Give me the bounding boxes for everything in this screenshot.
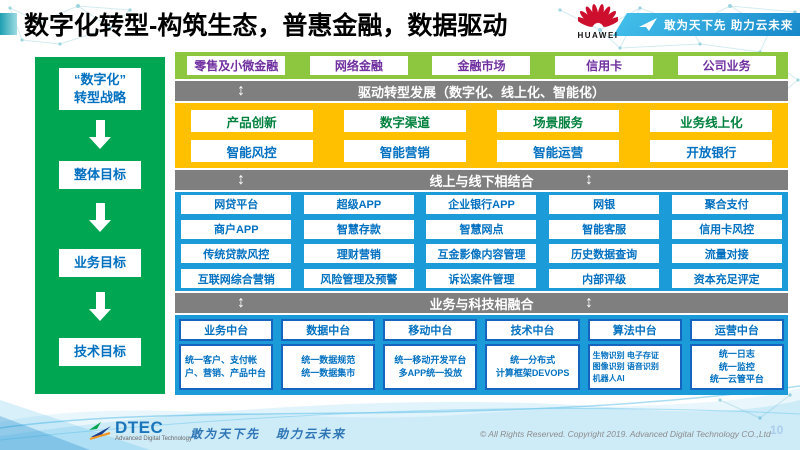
sidebar-item-overall-goal: 整体目标	[59, 161, 141, 189]
business-line-item: 网络金融	[309, 56, 408, 75]
digital-transform-section: 产品创新 数字渠道 场景服务 业务线上化 智能风控 智能营销 智能运营 开放银行	[175, 103, 788, 168]
updown-arrow-icon: ↕	[237, 82, 245, 99]
dtec-wordmark: DTEC	[115, 418, 164, 437]
huawei-wordmark: HUAWEI	[577, 31, 619, 40]
business-line-item: 公司业务	[677, 56, 776, 75]
channel-item: 风险管理及预警	[303, 269, 414, 289]
tech-fusion-bar: ↕ 业务与科技相融合 ↕	[175, 293, 788, 313]
slogan-ribbon: 敢为天下先 助力云未来	[613, 13, 800, 36]
channel-item: 信用卡风控	[671, 219, 782, 239]
transform-item: 智能营销	[343, 140, 466, 162]
channel-item: 诉讼案件管理	[426, 269, 537, 289]
platform-column: 移动中台统一移动开发平台 多APP统一投放	[379, 315, 481, 395]
transform-row-top: 产品创新 数字渠道 场景服务 业务线上化	[175, 110, 788, 132]
business-line-band: 零售及小微金融 网络金融 金融市场 信用卡 公司业务	[175, 52, 788, 79]
down-arrow-icon	[89, 203, 111, 232]
platform-section: 业务中台统一客户、支付帐户、营销、产品中台数据中台统一数据规范 统一数据集市移动…	[175, 315, 788, 395]
dtec-logo: DTEC Advanced Digital Technology	[88, 419, 192, 442]
main-flow: 零售及小微金融 网络金融 金融市场 信用卡 公司业务 ↕ 驱动转型发展（数字化、线上化、…	[175, 52, 788, 395]
channel-item: 网银	[549, 194, 660, 214]
dtec-subtext: Advanced Digital Technology	[115, 436, 192, 442]
transform-row-bottom: 智能风控 智能营销 智能运营 开放银行	[175, 140, 788, 162]
channel-item: 传统贷款风控	[181, 244, 292, 264]
business-line-item: 信用卡	[555, 56, 654, 75]
channel-grid: 网贷平台超级APP 企业银行APP 网银聚合支付商户APP 智慧存款智慧网点智能客服信…	[175, 192, 788, 291]
updown-arrow-icon: ↕	[237, 294, 245, 311]
channel-item: 资本充足评定	[671, 269, 782, 289]
strategy-sidebar: “数字化” 转型战略 整体目标 业务目标 技术目标	[35, 57, 165, 394]
platform-content: 统一分布式 计算框架DEVOPS	[485, 344, 580, 390]
platform-header: 移动中台	[383, 319, 478, 341]
platform-header: 技术中台	[485, 319, 580, 341]
page-title: 数字化转型-构筑生态，普惠金融，数据驱动	[24, 12, 508, 40]
page-number: 10	[770, 423, 784, 437]
transform-item: 数字渠道	[343, 110, 466, 132]
channel-item: 网贷平台	[181, 194, 292, 214]
channel-item: 智慧网点	[426, 219, 537, 239]
platform-header: 业务中台	[179, 319, 274, 341]
footer-copyright: © All Rights Reserved. Copyright 2019. A…	[480, 429, 771, 439]
business-line-item: 零售及小微金融	[187, 56, 286, 75]
platform-header: 数据中台	[281, 319, 376, 341]
dtec-arrow-icon	[89, 422, 111, 440]
platform-content: 统一移动开发平台 多APP统一投放	[383, 344, 478, 390]
channel-item: 智慧存款	[303, 219, 414, 239]
platform-content: 统一数据规范 统一数据集市	[281, 344, 376, 390]
updown-arrow-icon: ↕	[585, 294, 593, 311]
paper-plane-icon	[639, 17, 657, 31]
huawei-logo: HUAWEI	[575, 2, 621, 40]
sidebar-item-strategy: “数字化” 转型战略	[59, 68, 141, 110]
sidebar-item-tech-goal: 技术目标	[59, 338, 141, 366]
business-line-item: 金融市场	[432, 56, 531, 75]
updown-arrow-icon: ↕	[585, 82, 593, 99]
channel-item: 企业银行APP	[426, 194, 537, 214]
channel-item: 互联网综合营销	[181, 269, 292, 289]
drive-bar-label: 驱动转型发展（数字化、线上化、智能化）	[357, 84, 605, 100]
tech-fusion-bar-label: 业务与科技相融合	[429, 296, 534, 312]
transform-item: 智能运营	[497, 140, 620, 162]
platform-column: 算法中台生物识别 电子存证 图像识别 语音识别 机器人AI	[584, 315, 686, 395]
sidebar-item-business-goal: 业务目标	[59, 249, 141, 277]
online-offline-bar: ↕ 线上与线下相结合 ↕	[175, 170, 788, 190]
updown-arrow-icon: ↕	[585, 171, 593, 188]
channel-item: 智能客服	[549, 219, 660, 239]
channel-item: 超级APP	[303, 194, 414, 214]
channel-item: 聚合支付	[671, 194, 782, 214]
title-accent-bar	[0, 13, 17, 35]
huawei-flower-icon	[578, 4, 618, 27]
channel-item: 理财营销	[303, 244, 414, 264]
platform-content: 统一客户、支付帐户、营销、产品中台	[179, 344, 274, 390]
updown-arrow-icon: ↕	[237, 171, 245, 188]
transform-item: 开放银行	[650, 140, 773, 162]
platform-content: 生物识别 电子存证 图像识别 语音识别 机器人AI	[587, 344, 682, 390]
transform-item: 业务线上化	[650, 110, 773, 132]
platform-content: 统一日志 统一监控 统一云管平台	[689, 344, 784, 390]
channel-item: 历史数据查询	[549, 244, 660, 264]
platform-header: 运营中台	[689, 319, 784, 341]
transform-item: 产品创新	[190, 110, 313, 132]
channel-item: 互金影像内容管理	[426, 244, 537, 264]
channel-item: 内部评级	[549, 269, 660, 289]
platform-column: 运营中台统一日志 统一监控 统一云管平台	[686, 315, 788, 395]
footer-slogan: 敢为天下先 助力云未来	[190, 427, 347, 441]
ribbon-slogan: 敢为天下先 助力云未来	[664, 19, 794, 32]
platform-column: 技术中台统一分布式 计算框架DEVOPS	[481, 315, 583, 395]
transform-item: 智能风控	[190, 140, 313, 162]
channel-item: 商户APP	[181, 219, 292, 239]
platform-header: 算法中台	[587, 319, 682, 341]
platform-column: 数据中台统一数据规范 统一数据集市	[277, 315, 379, 395]
channel-item: 流量对接	[671, 244, 782, 264]
transform-item: 场景服务	[497, 110, 620, 132]
platform-column: 业务中台统一客户、支付帐户、营销、产品中台	[175, 315, 277, 395]
down-arrow-icon	[89, 120, 111, 149]
down-arrow-icon	[89, 292, 111, 321]
online-offline-bar-label: 线上与线下相结合	[429, 173, 534, 189]
drive-bar: ↕ 驱动转型发展（数字化、线上化、智能化） ↕	[175, 81, 788, 101]
